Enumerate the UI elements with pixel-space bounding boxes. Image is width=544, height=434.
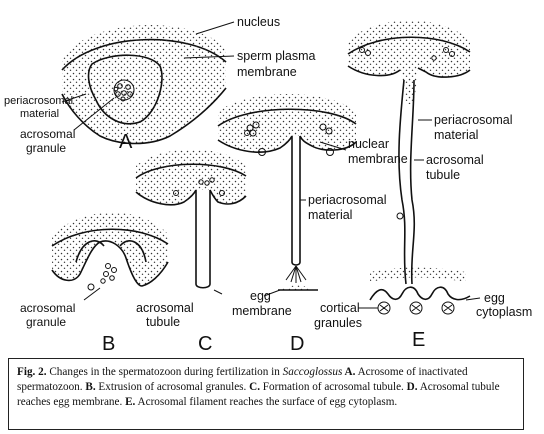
granules-d — [244, 121, 334, 156]
label-periacrosomal-material: periacrosomal — [4, 95, 73, 107]
acrosome-vesicle-a — [87, 54, 163, 125]
caption-text-c: Formation of acrosomal tubule. — [260, 381, 404, 393]
leader-lines — [61, 21, 481, 309]
label-acrosomal-tubule-e: tubule — [426, 168, 460, 182]
periacrosomal-material-a — [62, 39, 226, 144]
acrosomal-tubule-e — [398, 79, 416, 285]
label-sperm-plasma-membrane: membrane — [237, 65, 297, 79]
label-nuclear-membrane: nuclear — [348, 137, 389, 151]
periacrosomal-material-d — [218, 109, 356, 153]
label-egg-cytoplasm: egg — [484, 291, 505, 305]
label-acrosomal-granule: granule — [26, 141, 66, 155]
caption-text-e: Acrosomal filament reaches the surface o… — [135, 396, 398, 408]
nucleus-outline-c — [135, 163, 247, 179]
acrosomal-tubule-d — [291, 136, 301, 266]
caption-key-c: C. — [246, 381, 260, 393]
extruded-granules-b — [87, 263, 117, 291]
panel-letter-e: E — [412, 329, 425, 351]
cortical-granules-e — [377, 301, 455, 315]
egg-cytoplasm-surface-e — [369, 286, 471, 301]
sperm-plasma-membrane-b — [51, 240, 169, 287]
panel-letter-b: B — [102, 333, 115, 355]
egg-membrane-d — [280, 285, 314, 290]
label-acrosomal-tubule-c: tubule — [146, 315, 180, 329]
sperm-plasma-membrane-c — [135, 189, 247, 206]
caption-text-b: Extrusion of acrosomal granules. — [95, 381, 247, 393]
label-cortical-granules: granules — [314, 316, 362, 330]
label-sperm-plasma-membrane: sperm plasma — [237, 49, 316, 63]
caption-text-d: Acrosomal tubule reaches egg membrane. — [17, 381, 500, 408]
label-acrosomal-granule-b: acrosomal — [20, 301, 75, 315]
caption-key-e: E. — [122, 396, 136, 408]
label-egg-cytoplasm: cytoplasm — [476, 305, 532, 319]
acrosomal-granule-a — [113, 79, 135, 102]
label-nucleus: nucleus — [237, 15, 280, 29]
nucleus-stipple-a — [62, 25, 226, 70]
label-periacrosomal-material-d: periacrosomal — [308, 193, 387, 207]
label-acrosomal-granule-b: granule — [26, 315, 66, 329]
sperm-plasma-membrane-d — [217, 135, 357, 153]
label-periacrosomal-material-d: material — [308, 208, 352, 222]
caption-fig-number: Fig. 2. — [17, 366, 47, 378]
panel-a-figure — [61, 25, 227, 145]
label-egg-membrane: egg — [250, 289, 271, 303]
label-acrosomal-granule: acrosomal — [20, 127, 75, 141]
label-acrosomal-tubule-c: acrosomal — [136, 301, 194, 315]
caption-genus: Saccoglossus — [282, 366, 343, 378]
figure-caption: Fig. 2. Changes in the spermatozoon duri… — [8, 358, 524, 430]
periacrosomal-material-c — [136, 164, 246, 205]
label-periacrosomal-material-e: material — [434, 128, 478, 142]
panel-c-figure — [135, 149, 247, 289]
caption-intro: Changes in the spermatozoon during ferti… — [46, 366, 283, 378]
label-periacrosomal-material: material — [20, 108, 59, 120]
nucleus-outline-b — [51, 228, 169, 247]
panel-letter-a: A — [119, 131, 133, 153]
caption-key-d: D. — [403, 381, 418, 393]
egg-surface-stipple-e — [370, 267, 466, 282]
panel-letter-d: D — [290, 333, 304, 355]
nucleus-stipple-d — [218, 94, 356, 126]
panel-letter-c: C — [198, 333, 212, 355]
sperm-plasma-membrane-a — [61, 87, 227, 145]
panel-d-figure — [217, 94, 357, 291]
granules-c — [173, 177, 225, 196]
caption-key-a: A. — [342, 366, 356, 378]
acrosome-cup-b — [75, 240, 147, 263]
tubule-spray-d — [285, 265, 307, 283]
nuclear-membrane-e — [347, 36, 471, 55]
label-cortical-granules: cortical — [320, 301, 360, 315]
label-periacrosomal-material-e: periacrosomal — [434, 113, 513, 127]
tubule-bead-e — [396, 212, 404, 220]
label-nuclear-membrane: membrane — [348, 152, 408, 166]
panel-e-figure — [347, 20, 471, 315]
label-acrosomal-tubule-e: acrosomal — [426, 153, 484, 167]
acrosomal-tubule-c — [195, 190, 211, 289]
nuclear-membrane-d — [217, 108, 357, 127]
caption-key-b: B. — [82, 381, 96, 393]
panel-b-figure — [51, 212, 169, 291]
caption-text-a: Acrosome of inactivated spermatozoon. — [17, 366, 468, 393]
periacrosomal-material-e — [348, 37, 470, 104]
sperm-plasma-membrane-e — [347, 65, 471, 78]
label-egg-membrane: membrane — [232, 304, 292, 318]
granules-e — [359, 47, 455, 61]
